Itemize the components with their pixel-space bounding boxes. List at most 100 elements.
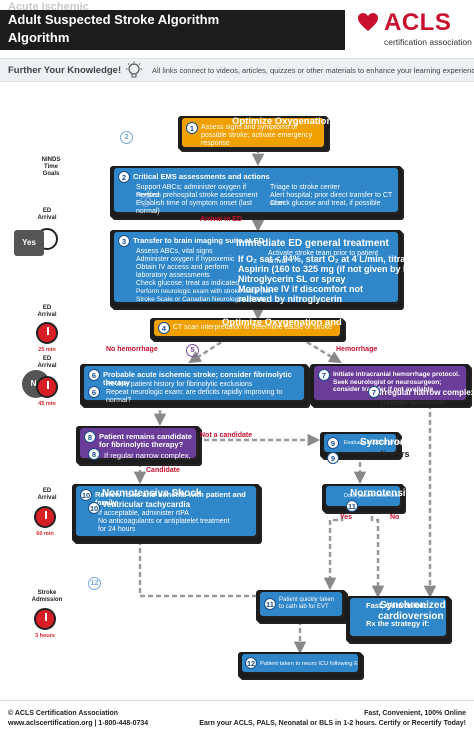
box3-overlay-3: Nitroglycerin SL or spray bbox=[238, 274, 346, 284]
step-number-9b[interactable]: 9 bbox=[327, 452, 339, 464]
box-7-hemorrhage-protocol[interactable]: 7 Initiate intracranial hemorrhage proto… bbox=[314, 366, 466, 400]
header: Acute Ischemic Adult Suspected Stroke Al… bbox=[0, 0, 474, 56]
step-number-2b[interactable]: 2 bbox=[118, 171, 130, 183]
sync-text-1: Fast, Convenient bbox=[366, 601, 427, 610]
box3-title: Transfer to brain imaging suite at ED bbox=[133, 236, 264, 245]
yes-label: Yes bbox=[340, 514, 353, 521]
box10-title: Review risks and benefits with patient a… bbox=[95, 490, 246, 507]
lightbulb-icon bbox=[126, 61, 142, 78]
timer-3h-label: 3 hours bbox=[35, 633, 55, 639]
timer-icon bbox=[34, 608, 56, 630]
box10-overlay-2: Ventricular tachycardia bbox=[102, 500, 191, 509]
footer-cta[interactable]: Earn your ACLS, PALS, Neonatal or BLS in… bbox=[199, 720, 466, 727]
box1-text: Assess signs and symptoms of possible st… bbox=[201, 124, 313, 147]
step-number-7b[interactable]: 7 bbox=[368, 386, 380, 398]
step-number-12b[interactable]: 12 bbox=[245, 657, 257, 669]
box12-text: Patient taken to neuro ICU following EVT bbox=[260, 661, 358, 667]
step-number-5[interactable]: 5 bbox=[186, 344, 199, 357]
step-number-9[interactable]: 9 bbox=[327, 437, 339, 449]
logo-subtitle: certification association bbox=[384, 37, 472, 47]
timer-icon bbox=[36, 376, 58, 398]
box3-overlay-1: If O₂ sat < 94%, start O₂ at 4 L/min, ti… bbox=[238, 254, 414, 264]
box-11b-cath-lab[interactable]: 11 Patient quickly taken to cath lab for… bbox=[260, 592, 342, 616]
box10-line-1: If acceptable, administer rtPA bbox=[98, 510, 189, 517]
box2-left-3: Establish time of symptom onset (last no… bbox=[136, 200, 252, 215]
step-number-12[interactable]: 12 bbox=[88, 577, 101, 590]
logo-text[interactable]: ACLS bbox=[384, 9, 452, 36]
step-number-3-small[interactable]: 3 bbox=[140, 196, 151, 207]
box3-left-2: Administer oxygen if hypoxemic bbox=[136, 256, 235, 263]
sync-text-2: Rx the strategy if: bbox=[366, 619, 430, 628]
step-number-7[interactable]: 7 bbox=[318, 369, 330, 381]
box3-overlay-title: Immediate ED general treatment bbox=[236, 238, 389, 249]
box7-overlay: If irregular narrow complex, bbox=[372, 388, 474, 397]
box-9-lvo-evaluation[interactable]: Evaluate if LVO is present bbox=[324, 434, 407, 452]
step-number-6[interactable]: 6 bbox=[88, 369, 100, 381]
box2-left-2: Perform prehospital stroke assessment bbox=[136, 192, 258, 199]
box4-overlay: Optimize Oxygenation and Ves bbox=[222, 317, 361, 328]
candidate-label: Candidate bbox=[146, 467, 180, 474]
hemorrhage-label: Hemorrhage bbox=[336, 346, 378, 353]
box6-line-2: Repeat neurologic exam: are deficits rap… bbox=[106, 389, 283, 404]
box9-overlay-1: Synchroni bbox=[360, 437, 409, 448]
footer-contact-link[interactable]: www.aclscertification.org | 1-800-448-07… bbox=[8, 720, 149, 727]
heart-logo-icon bbox=[358, 13, 378, 31]
knowledge-text: All links connect to videos, articles, q… bbox=[152, 66, 474, 75]
box-4-ct-scan[interactable]: 4 CT scan interpretation to determine ca… bbox=[154, 320, 340, 336]
box6-title: Probable acute ischemic stroke; consider… bbox=[103, 370, 292, 387]
timer-icon bbox=[36, 322, 58, 344]
box11-text: Does patient meet criteria for EVT? bbox=[344, 493, 400, 499]
no-label: No bbox=[390, 514, 400, 521]
box-sync-cardioversion[interactable]: Fast, Convenient Rx the strategy if: bbox=[350, 598, 446, 636]
box11-overlay: Normotensive S bbox=[350, 488, 427, 499]
step-number-8b[interactable]: 8 bbox=[88, 448, 100, 460]
footer bbox=[0, 700, 474, 739]
box3-overlay-4: Morphine IV if discomfort not relieved b… bbox=[238, 284, 363, 304]
box11b-text: Patient quickly taken to cath lab for EV… bbox=[279, 597, 335, 610]
step-number-11b[interactable]: 11 bbox=[264, 598, 276, 610]
timer-45-label: 45 min bbox=[38, 401, 56, 407]
box-12-neuro-icu[interactable]: 12 Patient taken to neuro ICU following … bbox=[242, 654, 358, 672]
box3-left-1: Assess ABCs, vital signs bbox=[136, 248, 213, 255]
box3-right-1: Activate stroke team prior to patient ar… bbox=[268, 250, 379, 265]
arrival-label: Arrival in ED bbox=[200, 216, 243, 223]
box2-right-1: Triage to stroke center bbox=[270, 184, 340, 191]
box-10-rtpa[interactable]: 10 Review risks and benefits with patien… bbox=[76, 486, 256, 536]
box9-text: Evaluate if LVO is present bbox=[344, 440, 408, 446]
box-6-ischemic-stroke[interactable]: 6 Probable acute ischemic stroke; consid… bbox=[84, 366, 304, 404]
box2-left-1: Support ABCs; administer oxygen if neede… bbox=[136, 184, 247, 199]
timer-60-label: 60 min bbox=[36, 531, 54, 537]
box10-overlay: Normotensive Shock bbox=[102, 488, 202, 499]
step-number-11[interactable]: 11 bbox=[346, 500, 358, 512]
step-number-1[interactable]: 1 bbox=[186, 122, 198, 134]
box-3-brain-imaging[interactable]: 3 Transfer to brain imaging suite at ED … bbox=[114, 232, 398, 303]
step-number-10[interactable]: 10 bbox=[80, 489, 92, 501]
step-number-4b[interactable]: 4 bbox=[158, 322, 170, 334]
footer-copyright: © ACLS Certification Association bbox=[8, 710, 119, 717]
timer-icon bbox=[34, 506, 56, 528]
box8-overlay-1: If regular narrow complex, bbox=[104, 451, 191, 460]
box-1-assess-signs[interactable]: 1 Assess signs and symptoms of possible … bbox=[182, 118, 324, 147]
yes-badge: Yes bbox=[14, 230, 44, 256]
step-number-8[interactable]: 8 bbox=[84, 431, 96, 443]
step-number-2[interactable]: 2 bbox=[120, 131, 133, 144]
box3-overlay-2: Aspirin (160 to 325 mg (if not given by … bbox=[238, 264, 426, 274]
footer-tagline: Fast, Convenient, 100% Online bbox=[364, 710, 466, 717]
step-number-6b[interactable]: 6 bbox=[88, 386, 100, 398]
box8-overlay-2: consider adenosine bbox=[114, 461, 175, 468]
box3-left-3: Obtain IV access and perform laboratory … bbox=[136, 264, 229, 279]
box2-right-3: Check glucose and treat, if possible bbox=[270, 200, 381, 207]
step-number-3[interactable]: 3 bbox=[118, 235, 130, 247]
box-11-evt-criteria[interactable]: Does patient meet criteria for EVT? bbox=[326, 486, 400, 506]
box2-right-2: Alert hospital; prior direct transfer to… bbox=[270, 192, 393, 207]
sync-overlay-2: cardioversion bbox=[378, 611, 444, 622]
box-2-ems-assessments[interactable]: 2 Critical EMS assessments and actions S… bbox=[114, 168, 398, 215]
step-number-10b[interactable]: 10 bbox=[88, 502, 100, 514]
no-hemorrhage-label: No hemorrhage bbox=[106, 346, 158, 353]
